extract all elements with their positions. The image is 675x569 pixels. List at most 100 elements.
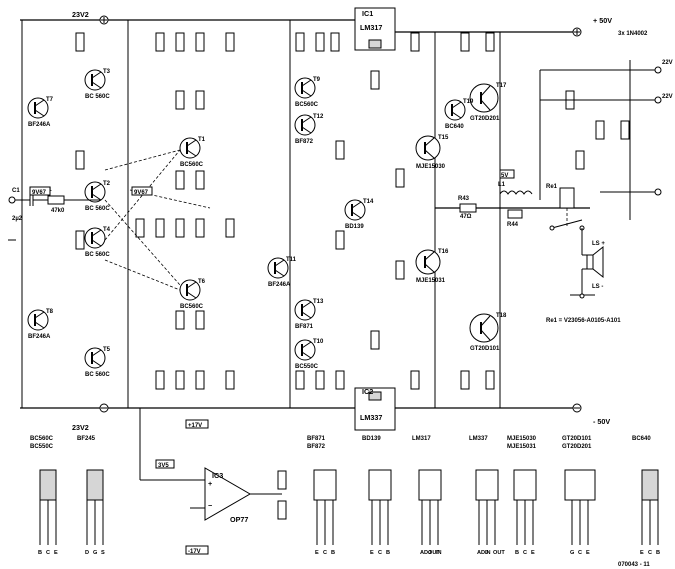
ic2-part: LM337 xyxy=(360,413,382,422)
svg-text:+: + xyxy=(208,479,212,488)
pin-label: D xyxy=(85,550,89,556)
transistor-part: GT20D101 xyxy=(470,346,500,352)
ic3-op77: IC3 OP77 + − xyxy=(139,408,282,524)
pinout-part-label: GT20D101 xyxy=(562,436,592,442)
pin-label: B xyxy=(386,550,390,556)
transistor-part: BC 560C xyxy=(85,372,110,378)
audio-input: C1 2µ2 R1 47k0 xyxy=(8,187,100,241)
resistor xyxy=(460,32,470,52)
resistor xyxy=(335,230,345,250)
resistor xyxy=(335,140,345,160)
resistor xyxy=(295,370,305,390)
resistor xyxy=(225,32,235,52)
resistor xyxy=(395,260,405,280)
resistor xyxy=(460,370,470,390)
resistor xyxy=(195,90,205,110)
passive-components xyxy=(75,32,630,520)
resistor xyxy=(575,150,585,170)
pin-label: E xyxy=(640,550,644,556)
l1-value: 5V xyxy=(501,173,508,179)
pin-label: OUT xyxy=(428,550,440,556)
resistor xyxy=(225,218,235,238)
resistor xyxy=(315,32,325,52)
resistor xyxy=(395,168,405,188)
resistor xyxy=(175,310,185,330)
transistor-part: BC560C xyxy=(180,162,204,168)
ac-label-1: 22V xyxy=(662,60,673,66)
r1-value: 47k0 xyxy=(51,208,65,214)
pin-label: C xyxy=(578,550,582,556)
resistor xyxy=(195,32,205,52)
transistor-part: GT20D201 xyxy=(470,116,500,122)
transistor-ref: T4 xyxy=(103,227,111,233)
pin-label: ADJ xyxy=(420,550,431,556)
resistor xyxy=(315,370,325,390)
transistor-part: BC 560C xyxy=(85,206,110,212)
l1-ref: L1 xyxy=(498,182,506,188)
pin-label: B xyxy=(331,550,335,556)
resistor xyxy=(410,370,420,390)
pinout-part-label: BF871 xyxy=(307,436,326,442)
transistor-part: BC 560C xyxy=(85,94,110,100)
annot-9v67-b: 9V67 xyxy=(134,190,149,196)
resistor xyxy=(335,370,345,390)
resistor xyxy=(75,230,85,250)
ls-plus: LS + xyxy=(592,241,605,247)
resistor xyxy=(485,370,495,390)
pin-label: E xyxy=(54,550,58,556)
resistor xyxy=(370,330,380,350)
negative-23v-rail: 23V2 xyxy=(20,403,365,432)
transistor-part: MJE15030 xyxy=(416,164,446,170)
ic3-ref: IC3 xyxy=(212,471,223,480)
positive-23v-rail: 23V2 xyxy=(20,10,365,25)
negative-50v-rail: - 50V xyxy=(365,403,610,426)
resistor xyxy=(155,218,165,238)
relay-ref: Re1 xyxy=(546,184,558,190)
resistor xyxy=(175,170,185,190)
pin-label: E xyxy=(315,550,319,556)
pin-label: C xyxy=(323,550,327,556)
transistor-part: BC550C xyxy=(295,364,319,370)
transistor-part: BF871 xyxy=(295,324,314,330)
pinout-part-label: BC560C xyxy=(30,436,54,442)
resistor xyxy=(277,470,287,490)
c1-ref: C1 xyxy=(12,188,20,194)
transistor-ref: T5 xyxy=(103,347,111,353)
pin-label: OUT xyxy=(493,550,505,556)
resistor xyxy=(620,120,630,140)
pin-label: E xyxy=(370,550,374,556)
annot-3v5: 3V5 xyxy=(158,463,169,469)
pin-label: C xyxy=(46,550,50,556)
pin-label: G xyxy=(570,550,574,556)
r43-value: 47Ω xyxy=(460,214,472,220)
transistor-ref: T13 xyxy=(313,299,324,305)
resistor xyxy=(175,218,185,238)
pinout-part-label: BC640 xyxy=(632,436,651,442)
resistor xyxy=(370,70,380,90)
transistor-part: BC560C xyxy=(180,304,204,310)
pin-label: IN xyxy=(485,550,491,556)
resistor xyxy=(195,170,205,190)
resistor xyxy=(75,32,85,52)
annot-plus17: +17V xyxy=(188,423,202,429)
pin-label: G xyxy=(93,550,97,556)
